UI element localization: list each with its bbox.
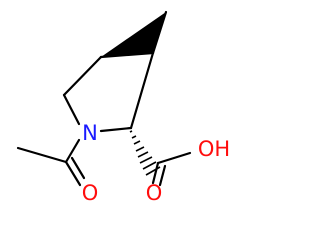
carboxyl-carbonyl-bond-b: [158, 164, 167, 187]
ring-bond-ch2-n: [62, 93, 81, 126]
atom-label-carbonyl-oxygen: O: [82, 181, 99, 205]
ring-bond-n-calpha: [99, 126, 133, 133]
acetyl-methyl-bond: [16, 146, 68, 164]
hashed-wedge-bond: [129, 130, 161, 176]
atom-label-carboxyl-oxygen: O: [146, 181, 163, 205]
ring-bond-calpha-bridgehead: [129, 51, 155, 130]
ring-bond-bridgehead-ch2: [62, 55, 103, 97]
structure-canvas: N O OH O: [16, 10, 230, 205]
n-acetyl-bond: [64, 138, 81, 164]
cyclopropane-wedge-bond: [101, 12, 166, 57]
cyclopropane-bond: [151, 10, 168, 55]
carboxyl-oh-bond: [156, 151, 192, 165]
bridgehead-bond: [99, 51, 155, 59]
acetyl-carbonyl-bond-b: [70, 156, 86, 180]
acetyl-carbonyl-bond-a: [64, 160, 82, 187]
atom-label-nitrogen: N: [82, 121, 98, 145]
carboxyl-carbonyl-bond-a: [151, 161, 160, 185]
molecule-drawing: N O OH O: [16, 10, 230, 205]
atom-label-hydroxyl: OH: [198, 137, 230, 161]
